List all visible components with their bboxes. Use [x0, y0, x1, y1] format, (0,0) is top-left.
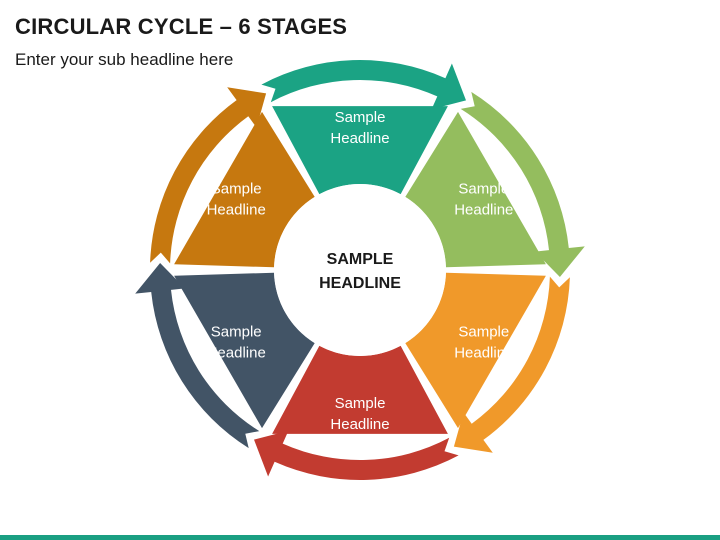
stage-2-label-line-1: Sample: [458, 181, 509, 198]
stage-4-arrow: [254, 430, 459, 480]
stage-2-segment: [405, 111, 546, 268]
inner-segment-ring: SampleHeadlineSampleHeadlineSampleHeadli…: [174, 106, 546, 434]
center-circle: [274, 184, 446, 356]
center-title-line-1: SAMPLE: [327, 251, 394, 268]
page-subtitle: Enter your sub headline here: [15, 50, 234, 69]
stage-4-label-line-1: Sample: [335, 395, 386, 412]
stage-5-arrow: [135, 263, 260, 449]
stage-1-segment: [272, 106, 448, 195]
stage-1-arrow: [261, 60, 466, 110]
footer-accent-bar: [0, 535, 720, 540]
stage-3-label-line-1: Sample: [458, 324, 509, 341]
stage-3-arrow: [453, 276, 570, 453]
stage-5-label-line-1: Sample: [211, 324, 262, 341]
stage-5-label-line-2: Headline: [207, 345, 266, 362]
stage-4-segment: [272, 345, 448, 434]
stage-6-segment: [174, 111, 315, 268]
stage-6-label-line-1: Sample: [211, 181, 262, 198]
stage-6-label-line-2: Headline: [207, 202, 266, 219]
stage-2-label-line-2: Headline: [454, 202, 513, 219]
stage-2-arrow: [460, 91, 585, 278]
stage-1-label-line-2: Headline: [330, 130, 389, 147]
stage-5-segment: [174, 272, 315, 429]
stage-4-label-line-2: Headline: [330, 416, 389, 433]
outer-arrow-ring: [135, 60, 585, 480]
stage-3-segment: [405, 272, 546, 429]
page-title: CIRCULAR CYCLE – 6 STAGES: [15, 14, 348, 39]
stage-3-label-line-2: Headline: [454, 345, 513, 362]
center-title-line-2: HEADLINE: [319, 275, 401, 292]
stage-6-arrow: [150, 87, 267, 264]
stage-1-label-line-1: Sample: [335, 109, 386, 126]
